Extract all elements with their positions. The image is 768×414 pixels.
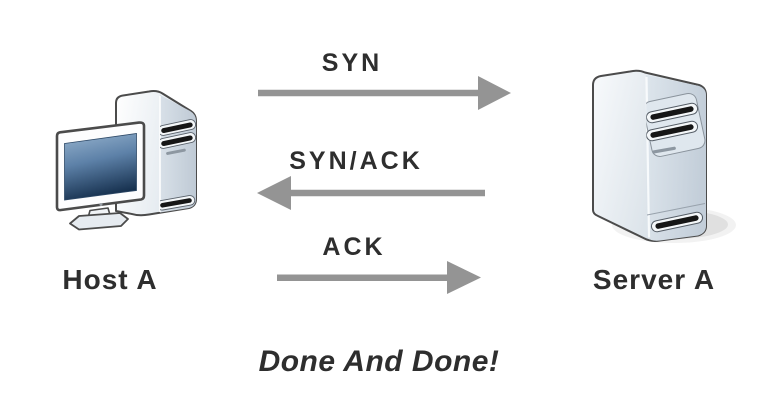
desktop-computer-icon	[55, 90, 197, 231]
syn-ack-arrow	[257, 176, 485, 210]
syn-ack-message-label: SYN/ACK	[289, 147, 423, 175]
ack-arrow	[277, 261, 481, 294]
server-vent-panel	[646, 92, 706, 233]
monitor-stand-base	[69, 212, 129, 231]
ack-message-label: ACK	[322, 233, 386, 261]
server-node-label: Server A	[592, 264, 716, 295]
host-drive-bay-slats	[160, 119, 196, 211]
monitor-screen	[64, 133, 137, 201]
server-tower-icon	[592, 69, 736, 243]
syn-arrow	[258, 76, 511, 110]
host-monitor	[55, 121, 146, 231]
host-node-label: Host A	[62, 264, 158, 295]
syn-message-label: SYN	[321, 49, 383, 77]
diagram-caption: Done And Done!	[258, 345, 500, 378]
monitor-power-led	[99, 203, 103, 206]
